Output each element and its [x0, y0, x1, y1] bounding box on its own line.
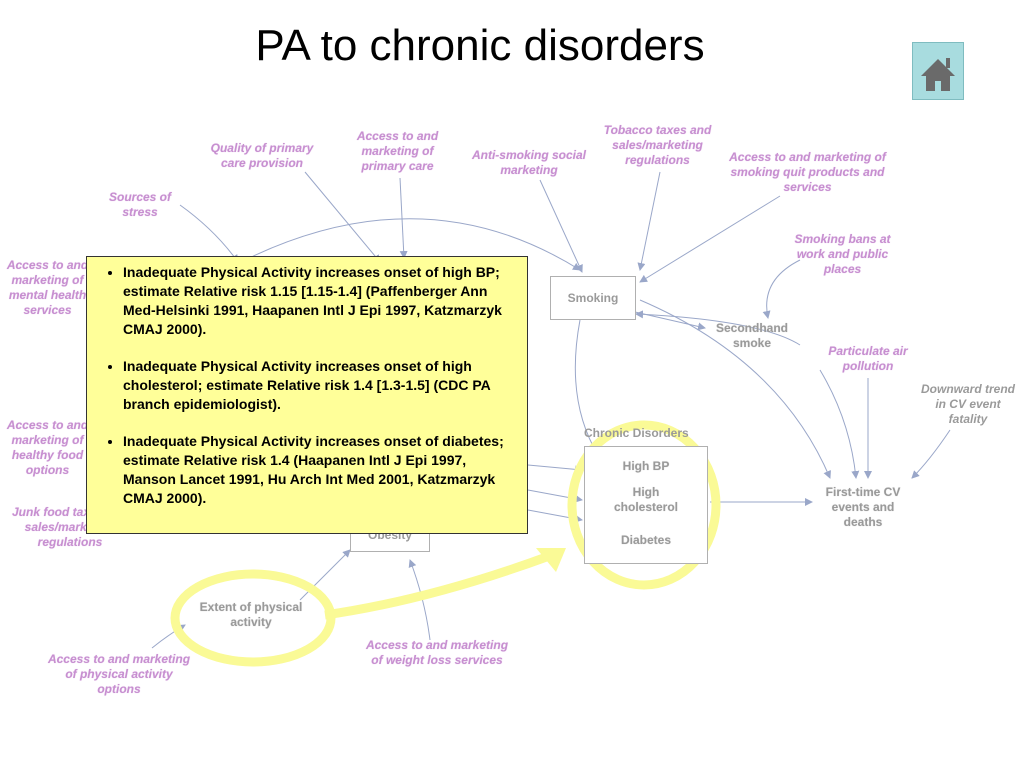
- factor-anti-smoking: Anti-smoking social marketing: [471, 148, 587, 177]
- home-button[interactable]: [912, 42, 964, 100]
- node-diabetes: Diabetes: [620, 533, 672, 547]
- node-secondhand-smoke: Secondhand smoke: [715, 321, 788, 350]
- page-title: PA to chronic disorders: [255, 21, 705, 70]
- node-first-time-cv: First-time CV events and deaths: [825, 485, 901, 529]
- factor-sources-stress: Sources of stress: [108, 190, 171, 219]
- home-icon: [921, 58, 955, 91]
- node-high-bp: High BP: [622, 459, 670, 473]
- factor-access-pa-options: Access to and marketing of physical acti…: [47, 652, 191, 696]
- chronic-disorders-box: High BP High cholesterol Diabetes: [584, 446, 708, 564]
- callout-bullet: Inadequate Physical Activity increases o…: [123, 357, 517, 414]
- factor-access-primary-care: Access to and marketing of primary care: [356, 129, 439, 173]
- callout-bullet: Inadequate Physical Activity increases o…: [123, 432, 517, 508]
- factor-quit-products: Access to and marketing of smoking quit …: [729, 150, 886, 194]
- factor-smoking-bans: Smoking bans at work and public places: [794, 232, 891, 276]
- node-extent-physical-activity: Extent of physical activity: [199, 600, 303, 629]
- node-smoking-label: Smoking: [567, 291, 619, 305]
- factor-access-food-left: Access to and marketing of healthy food …: [6, 418, 89, 477]
- node-smoking: Smoking: [550, 276, 636, 320]
- callout-bullet: Inadequate Physical Activity increases o…: [123, 263, 517, 339]
- factor-access-weight-loss: Access to and marketing of weight loss s…: [365, 638, 509, 667]
- chronic-disorders-title: Chronic Disorders: [584, 426, 689, 440]
- factor-access-health-left: Access to and marketing of mental health…: [6, 258, 89, 317]
- factor-tobacco-taxes: Tobacco taxes and sales/marketing regula…: [603, 123, 712, 167]
- factor-particulate-air: Particulate air pollution: [828, 344, 908, 373]
- factor-downward-trend: Downward trend in CV event fatality: [920, 382, 1015, 426]
- node-high-cholesterol: High cholesterol: [613, 485, 679, 514]
- evidence-callout: Inadequate Physical Activity increases o…: [86, 256, 528, 534]
- factor-quality-primary-care: Quality of primary care provision: [210, 141, 314, 170]
